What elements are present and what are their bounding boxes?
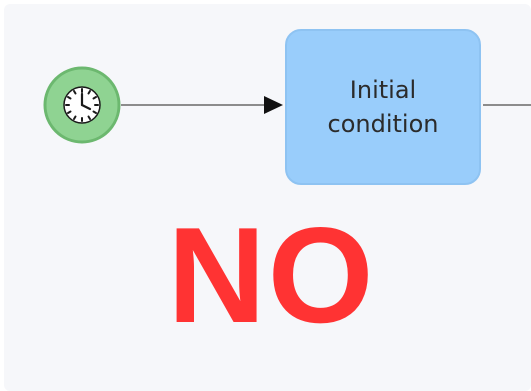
no-overlay-text: NO <box>167 199 376 351</box>
task-label: Initial condition <box>327 76 439 138</box>
timer-start-event[interactable] <box>43 66 121 144</box>
task-node-initial-condition[interactable]: Initial condition <box>285 29 481 185</box>
clock-icon <box>63 86 101 124</box>
sequence-flow-arrowhead <box>264 96 283 114</box>
